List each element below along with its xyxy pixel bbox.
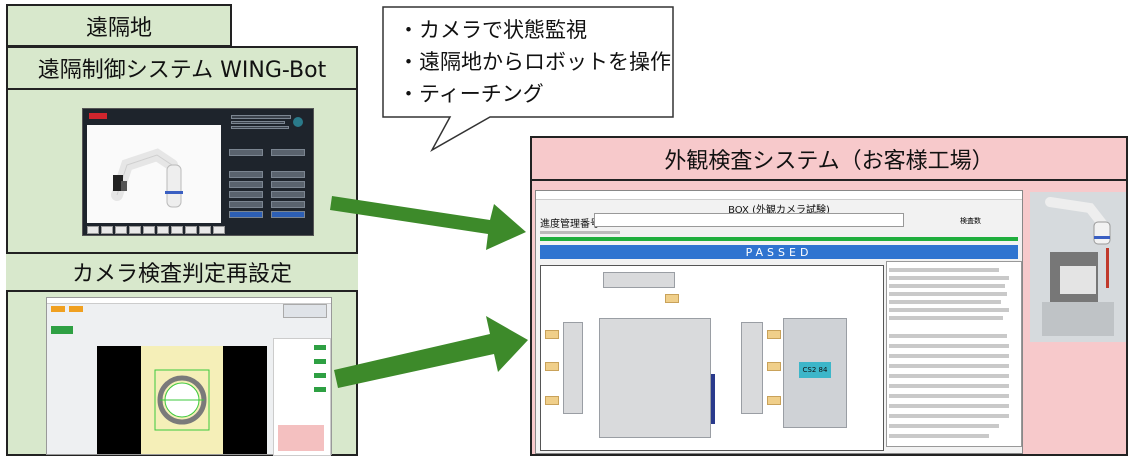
speech-bubble — [382, 6, 674, 152]
control-button-active[interactable] — [271, 211, 305, 218]
bubble-line-1: ・カメラで状態監視 — [398, 18, 587, 42]
status-circle-icon — [293, 117, 303, 127]
robot-camera-view — [87, 125, 221, 223]
inspection-count-label: 検査数 — [960, 217, 981, 225]
robot-inspection-image — [1030, 192, 1126, 342]
wing-bot-title: 遠隔制御システム WING-Bot — [6, 46, 358, 90]
inspection-screenshot: BOX (外観カメラ試験) 進度管理番号 検査数 PASSED CS2 84 — [535, 190, 1023, 454]
judgement-settings-panel — [273, 338, 331, 456]
window-titlebar — [536, 191, 1022, 200]
progress-number-input[interactable] — [594, 213, 904, 227]
window-title: BOX (外観カメラ試験) — [728, 205, 830, 216]
toolbar-button[interactable] — [69, 306, 83, 312]
right-view — [741, 322, 763, 414]
product-label: CS2 84 — [799, 362, 831, 378]
inspection-title: 外観検査システム（お客様工場） — [530, 136, 1128, 181]
camera-image — [141, 346, 223, 454]
control-button-active[interactable] — [229, 211, 263, 218]
tool-buttons[interactable] — [283, 304, 327, 318]
control-button[interactable] — [229, 149, 263, 156]
remote-site-label: 遠隔地 — [6, 4, 232, 47]
toolbar-button[interactable] — [51, 306, 65, 312]
bubble-line-3: ・ティーチング — [398, 82, 544, 106]
result-log — [886, 261, 1022, 447]
front-view — [599, 318, 711, 438]
control-button[interactable] — [271, 149, 305, 156]
thumbnail-strip — [87, 226, 237, 234]
left-view — [563, 322, 583, 414]
arrow-to-inspection-1 — [330, 196, 526, 250]
info-row — [231, 121, 285, 124]
passed-status: PASSED — [540, 245, 1018, 259]
hint-text — [540, 231, 620, 234]
info-row — [231, 115, 291, 119]
control-button[interactable] — [229, 171, 263, 178]
arrow-to-inspection-2 — [334, 316, 528, 388]
ring-target-icon — [154, 369, 210, 431]
window-titlebar — [47, 298, 331, 304]
control-button[interactable] — [271, 171, 305, 178]
robot-photo — [1030, 192, 1126, 342]
control-button[interactable] — [271, 181, 305, 188]
camera-reset-screenshot — [46, 297, 332, 456]
robot-arm-image — [111, 148, 183, 208]
info-row — [231, 126, 289, 129]
progress-bar — [540, 237, 1018, 241]
top-view — [603, 272, 675, 288]
camera-reset-title: カメラ検査判定再設定 — [6, 252, 358, 292]
control-button[interactable] — [271, 201, 305, 208]
camera-view — [97, 346, 267, 454]
product-diagram: CS2 84 — [540, 265, 884, 451]
control-button[interactable] — [271, 191, 305, 198]
wing-bot-screenshot — [82, 108, 314, 236]
result-graph — [278, 425, 324, 451]
control-button[interactable] — [229, 181, 263, 188]
ok-status — [51, 326, 73, 334]
control-button[interactable] — [229, 201, 263, 208]
status-tag — [89, 113, 107, 119]
control-button[interactable] — [229, 191, 263, 198]
progress-number-label: 進度管理番号 — [540, 219, 600, 230]
bubble-line-2: ・遠隔地からロボットを操作 — [398, 50, 671, 74]
